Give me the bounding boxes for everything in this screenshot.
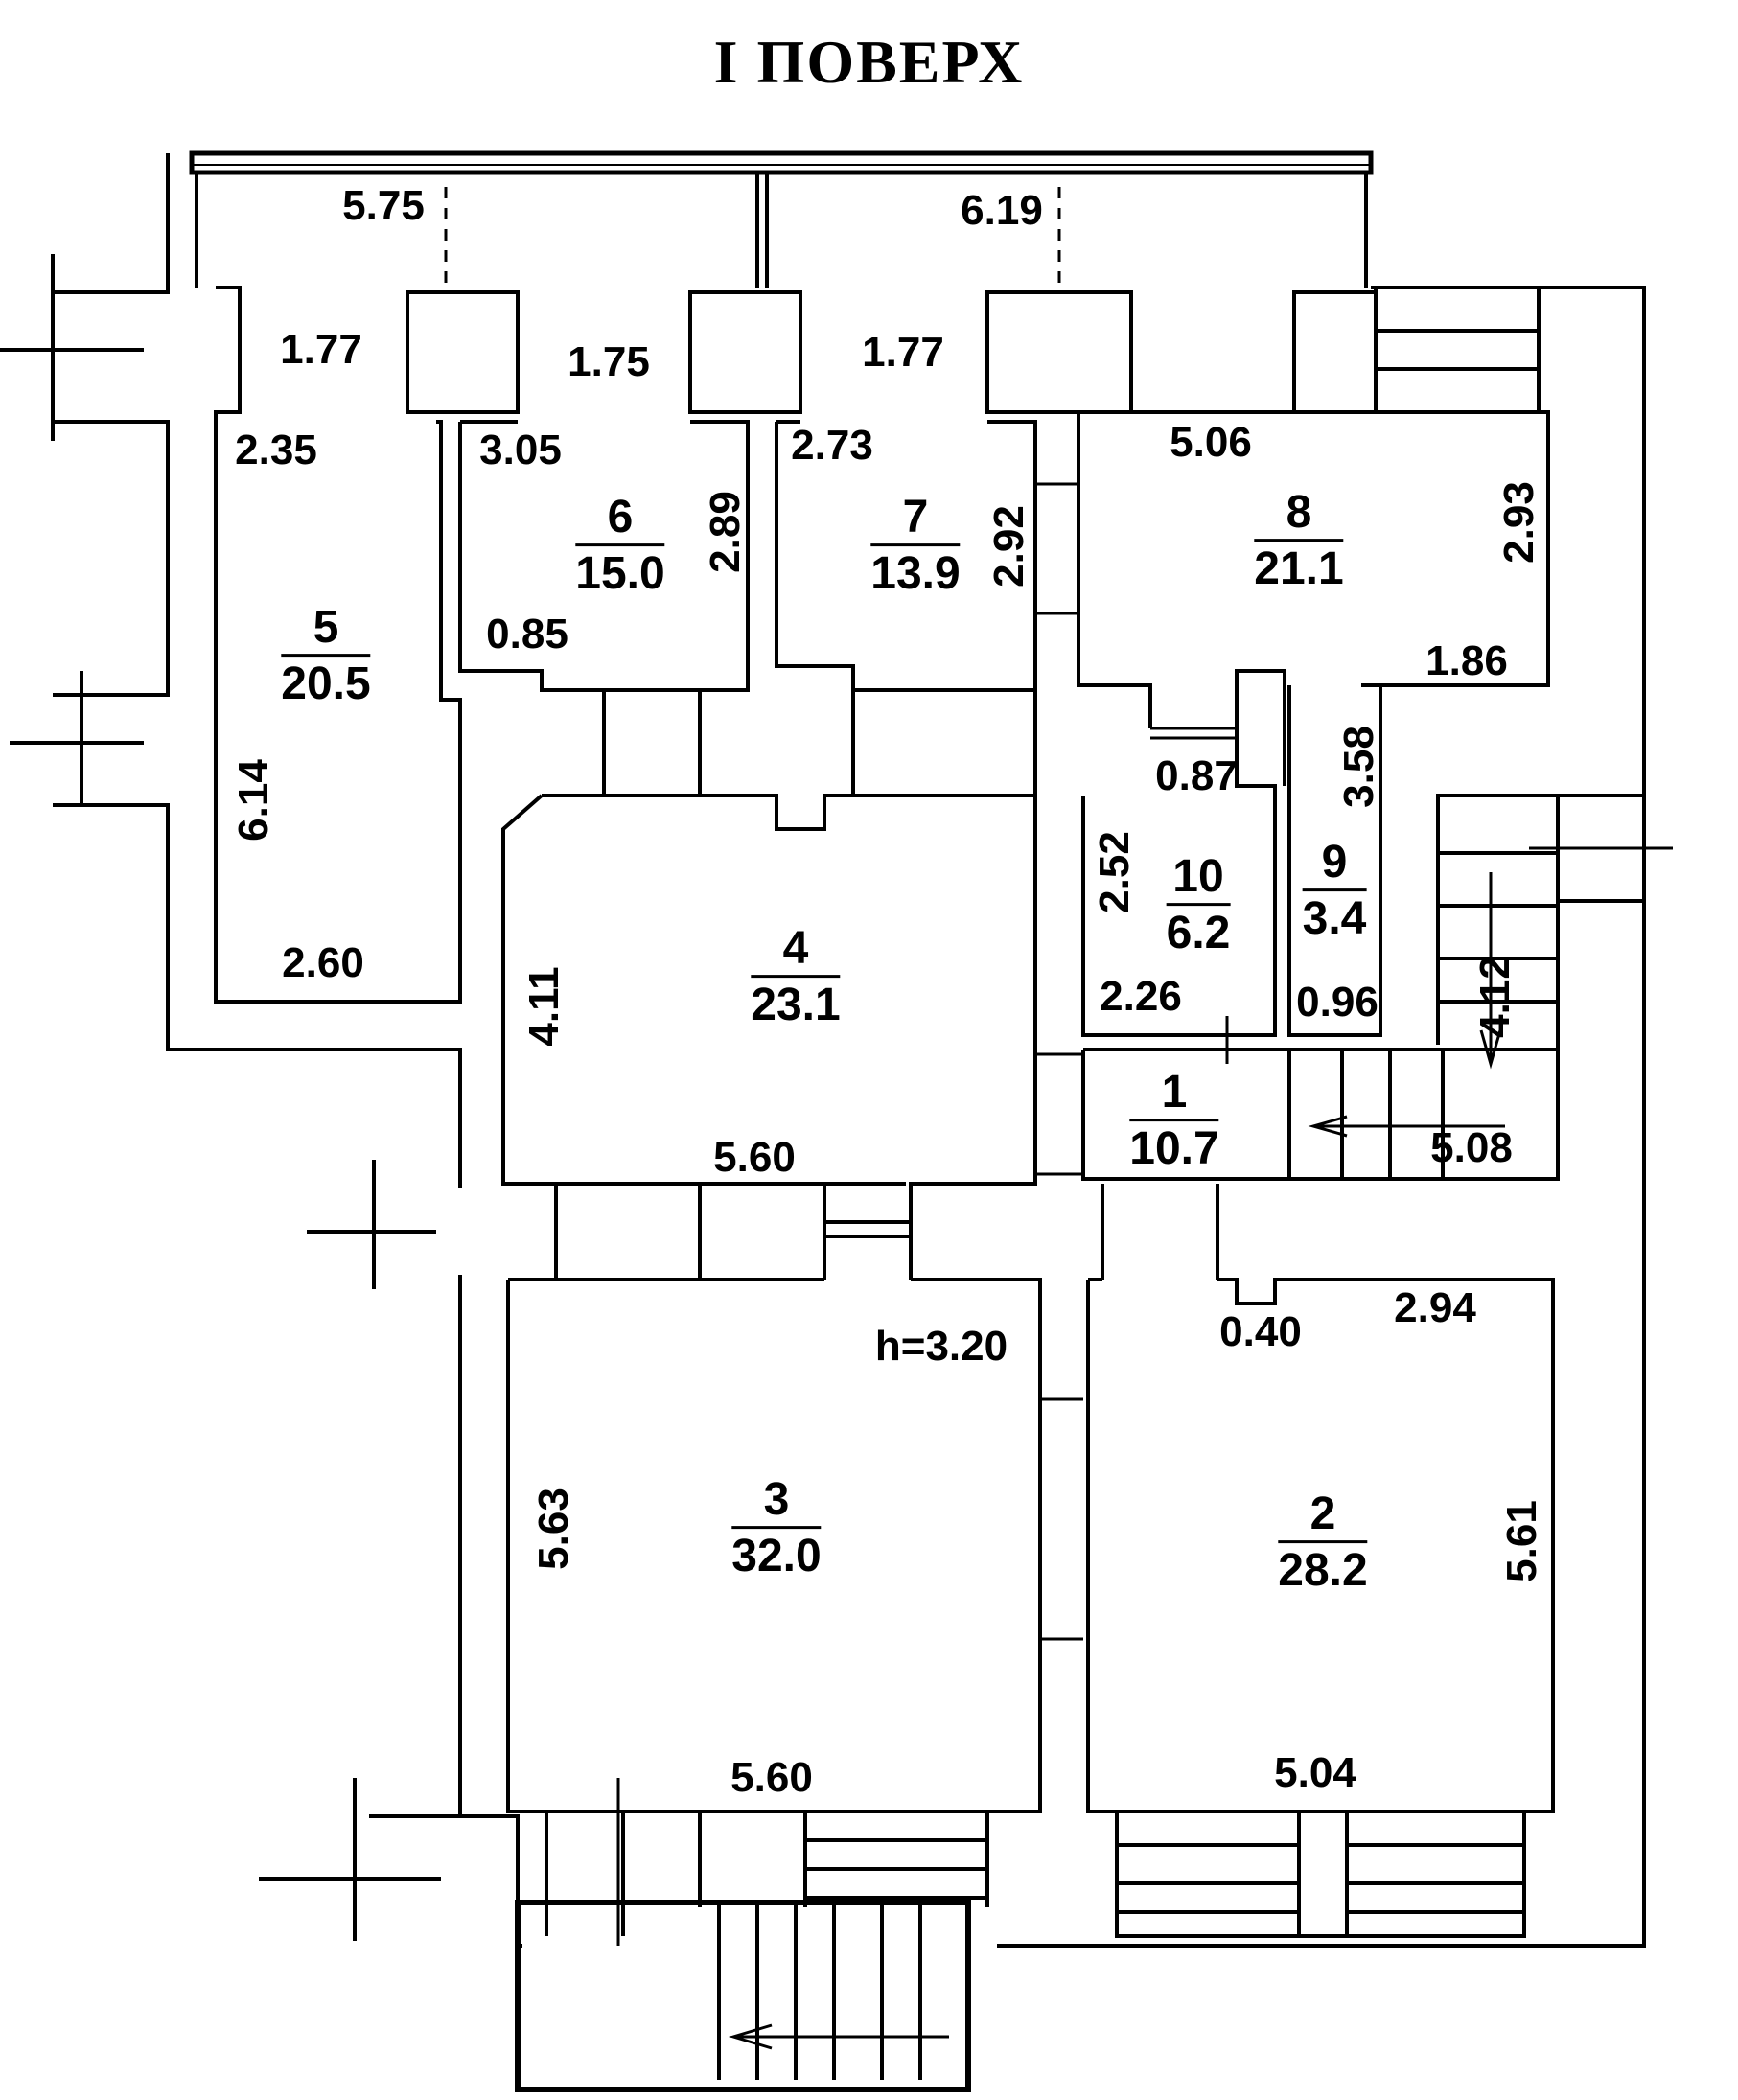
dimension-label: 0.85 <box>486 611 568 658</box>
dimension-label: 5.63 <box>530 1488 577 1570</box>
dimension-label: 2.94 <box>1394 1284 1476 1331</box>
dimension-label: 6.14 <box>230 759 277 842</box>
dimension-label: 4.11 <box>521 966 568 1047</box>
stair-right <box>1436 794 1644 1050</box>
top-balcony <box>189 150 1374 175</box>
dimension-label: 1.77 <box>280 326 362 373</box>
dimension-label: 1.86 <box>1425 637 1508 684</box>
ceiling-height: h=3.20 <box>874 1323 1008 1370</box>
dimension-label: 5.75 <box>342 182 425 229</box>
dimension-label: 1.77 <box>862 329 944 376</box>
dimension-label: 2.92 <box>985 505 1032 588</box>
room-8-walls <box>1077 410 1550 728</box>
dimension-label: 2.73 <box>791 422 873 469</box>
dimension-label: 5.61 <box>1498 1500 1545 1582</box>
room-10-walls <box>1081 669 1286 1037</box>
dimension-label: 0.96 <box>1296 979 1379 1026</box>
dimension-label: 2.35 <box>235 427 317 473</box>
dimension-label: 2.52 <box>1091 831 1138 913</box>
dimension-label: 2.26 <box>1100 973 1182 1020</box>
dimension-label: 2.60 <box>282 939 364 986</box>
room-9-walls <box>1287 685 1382 1037</box>
entry-steps <box>515 1900 971 2092</box>
dimension-label: 3.58 <box>1335 726 1382 808</box>
room-3-walls <box>506 1278 1042 1813</box>
dimension-label: 3.05 <box>479 427 562 473</box>
dimension-label: 0.87 <box>1155 752 1238 799</box>
dimension-label: 5.60 <box>730 1754 813 1801</box>
dimension-label: 1.75 <box>568 338 650 385</box>
room-1-walls <box>1081 1048 1560 1181</box>
room-5-walls <box>216 288 240 412</box>
dimension-label: 2.89 <box>702 491 749 573</box>
dimension-label: 6.19 <box>961 187 1043 234</box>
floor-title: I ПОВЕРХ <box>713 28 1025 96</box>
dimension-label: 0.40 <box>1219 1308 1302 1355</box>
room-6-walls <box>458 420 750 692</box>
dimension-label: 5.60 <box>713 1134 796 1181</box>
outer-wall <box>53 153 522 1948</box>
dimension-label: 4.12 <box>1472 956 1518 1038</box>
room-2-walls <box>1086 1278 1555 1813</box>
dimension-label: 5.04 <box>1274 1749 1356 1796</box>
dimension-label: 5.08 <box>1430 1124 1513 1171</box>
dimension-label: 2.93 <box>1495 481 1542 564</box>
dimension-label: 5.06 <box>1170 419 1252 466</box>
